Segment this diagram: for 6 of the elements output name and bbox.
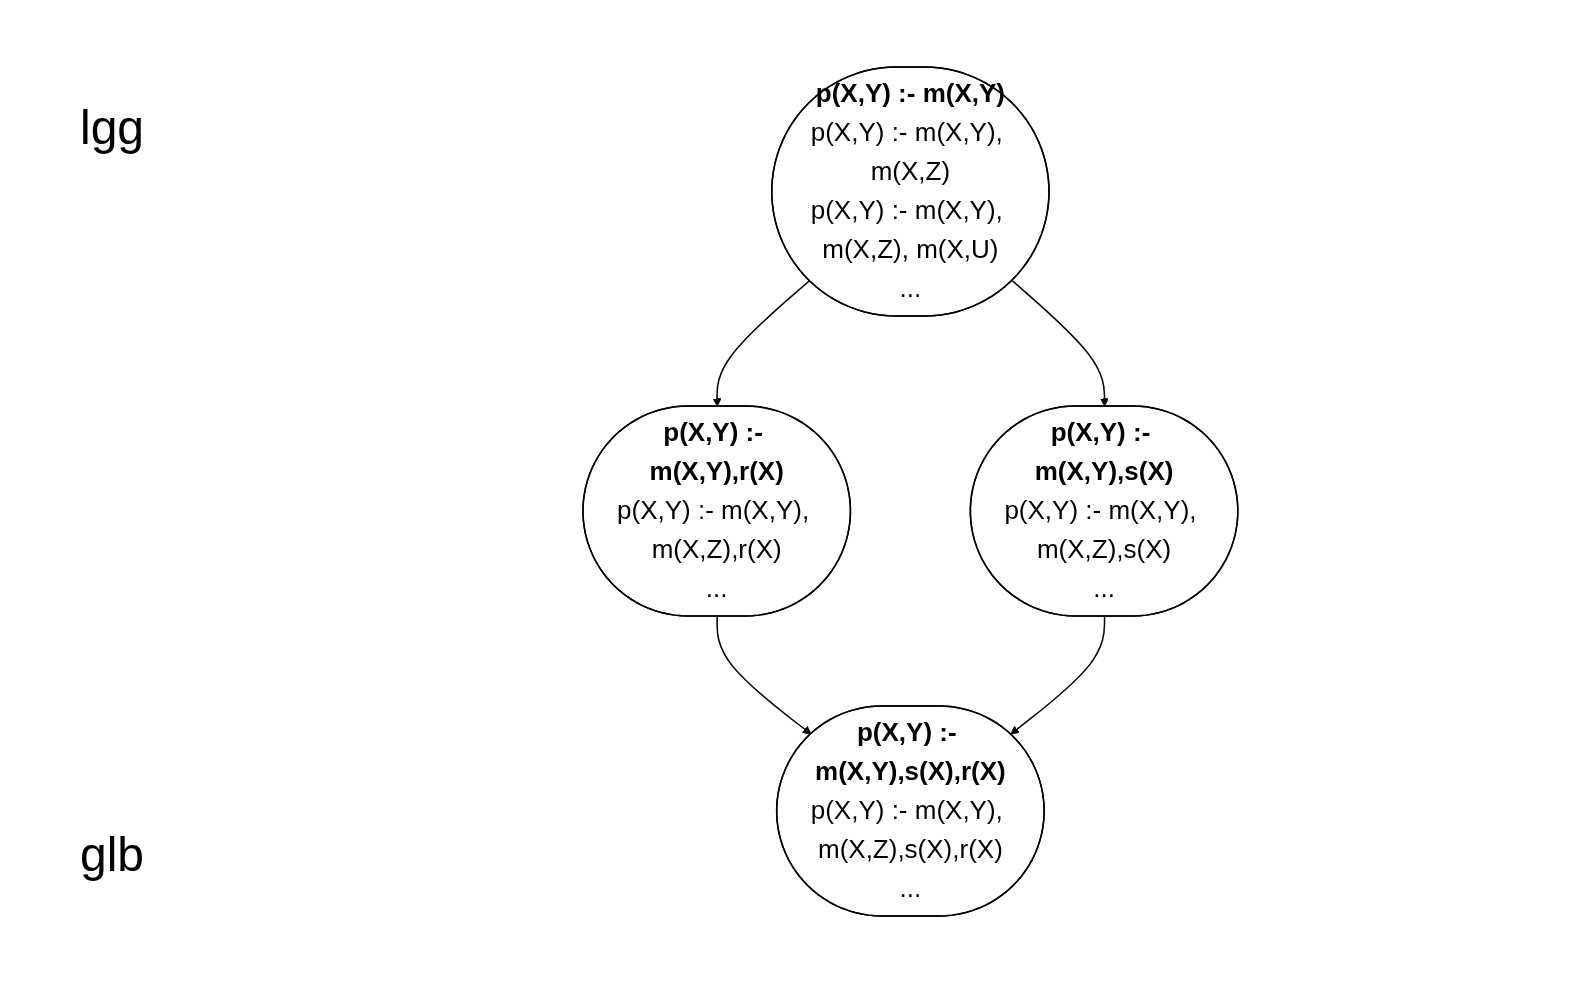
arrow (712, 279, 810, 407)
arrow (1011, 279, 1109, 407)
arrow (715, 615, 812, 735)
arrow (1009, 615, 1105, 735)
lattice-label: glb (80, 827, 146, 882)
lattice-label: lgg (80, 100, 146, 155)
